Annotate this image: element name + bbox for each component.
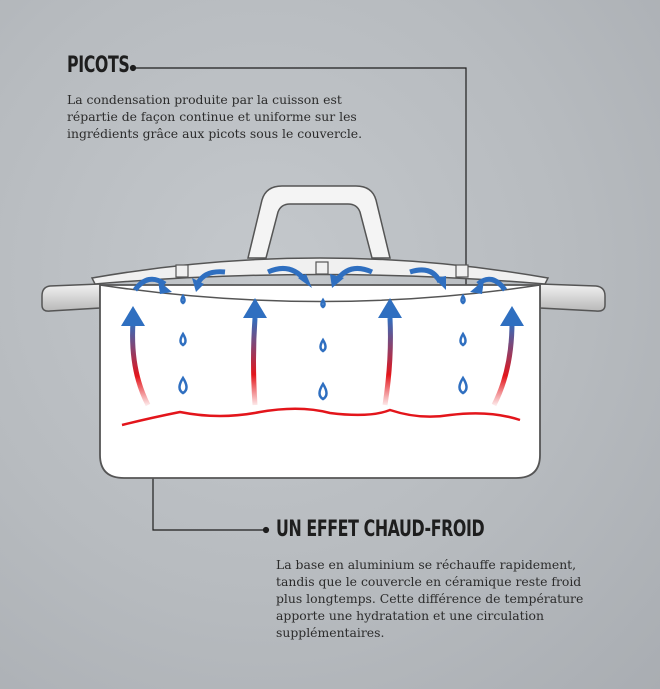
- picots-description: La condensation produite par la cuisson …: [67, 92, 363, 141]
- rising-heat-arrows: [121, 298, 524, 407]
- picots-callout-line: [129, 64, 467, 300]
- pot-body: [99, 284, 541, 479]
- picots-title: PICOTS: [67, 53, 130, 78]
- left-handle: [41, 283, 101, 312]
- picots: [175, 261, 469, 278]
- right-handle: [539, 283, 606, 312]
- chaud-froid-description: La base en aluminium se réchauffe rapide…: [276, 557, 584, 640]
- condensation-arrows: [132, 265, 508, 292]
- condensation-arrowheads: [158, 274, 484, 294]
- chaud-froid-title: UN EFFET CHAUD-FROID: [276, 517, 485, 542]
- heat-line: [121, 407, 521, 427]
- water-drops: [178, 293, 468, 401]
- lid-knob: [247, 185, 391, 259]
